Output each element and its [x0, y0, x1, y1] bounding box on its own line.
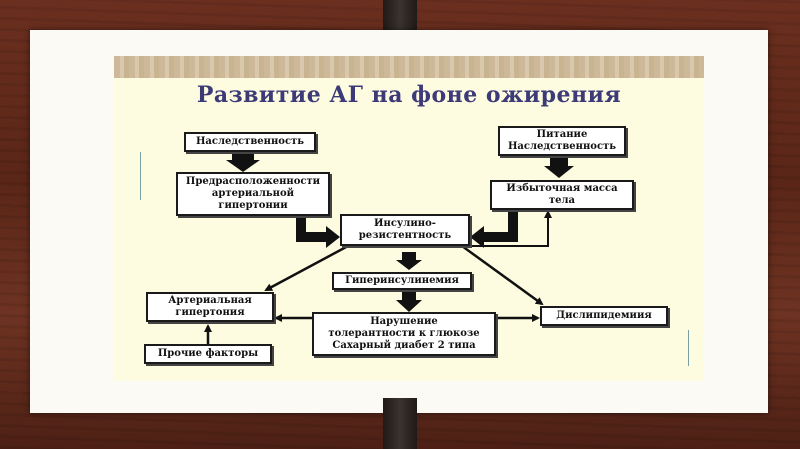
- node-arterial-hypertension: Артериальная гипертония: [146, 292, 274, 322]
- node-other-factors: Прочие факторы: [144, 344, 272, 364]
- arrow-insulin-to-weight-thin: [470, 210, 552, 247]
- node-glucose-tolerance: Нарушение толерантности к глюкозе Сахарн…: [312, 312, 496, 356]
- easel-post-bottom: [383, 398, 417, 449]
- arrow-hyperinsulinemia-to-glucose: [396, 290, 422, 312]
- decorative-bracket-right: [682, 330, 689, 366]
- node-hyperinsulinemia: Гиперинсулинемия: [332, 272, 472, 290]
- node-dyslipidemia: Дислипидемиия: [540, 306, 668, 326]
- arrow-insulin-to-hyperinsulinemia: [396, 252, 422, 270]
- node-excess-weight: Избыточная масса тела: [490, 180, 634, 210]
- arrow-nutrition-to-weight: [544, 156, 574, 178]
- arrow-insulin-to-hypertension: [264, 244, 349, 292]
- arrow-predisposition-to-insulin: [296, 218, 340, 248]
- arrow-heredity-to-predisposition: [226, 150, 260, 172]
- arrow-weight-to-insulin: [470, 212, 518, 248]
- slide-header-band: [114, 56, 704, 78]
- node-insulin-resistance: Инсулино- резистентность: [340, 214, 470, 246]
- decorative-bracket-left: [140, 152, 151, 200]
- node-heredity: Наследственность: [184, 132, 316, 152]
- slide-title: Развитие АГ на фоне ожирения: [196, 82, 622, 108]
- node-nutrition-heredity: Питание Наследственность: [498, 126, 626, 156]
- node-predisposition: Предрасположенности артериальной гиперто…: [176, 172, 330, 216]
- arrow-insulin-to-dyslipidemia: [461, 244, 544, 306]
